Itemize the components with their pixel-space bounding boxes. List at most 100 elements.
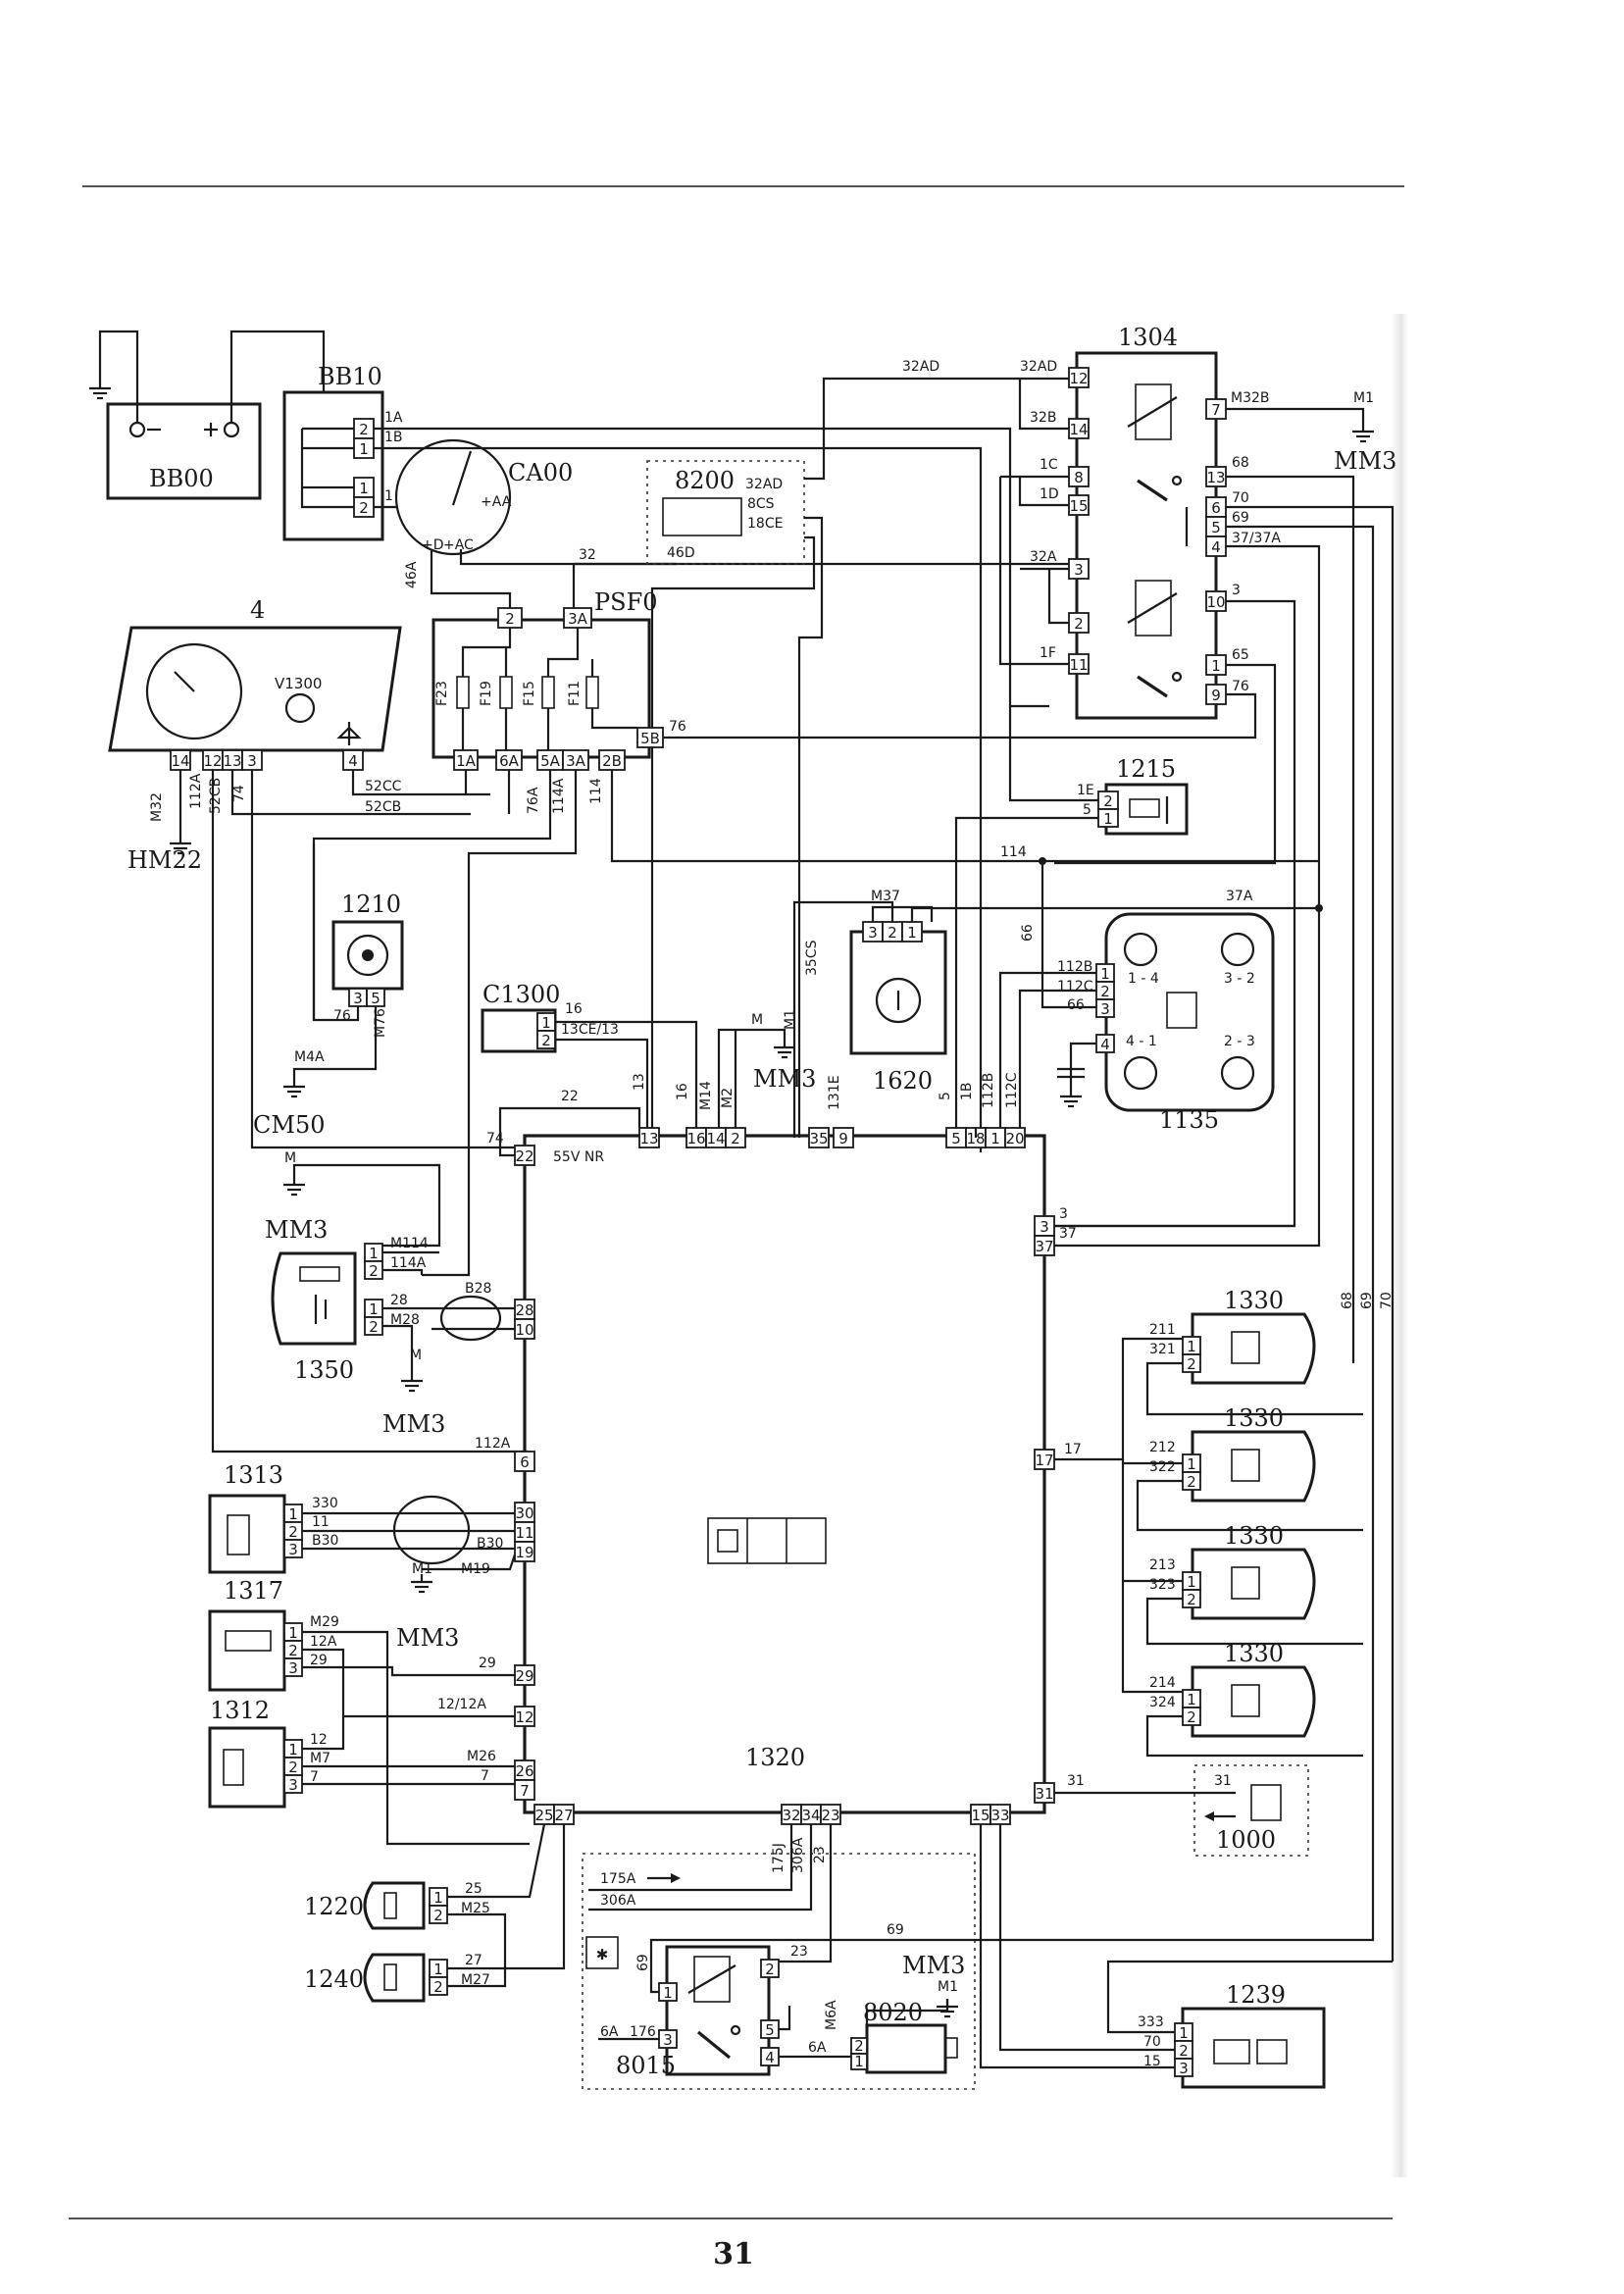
svg-text:1: 1 xyxy=(359,440,369,458)
snowflake-icon xyxy=(585,1936,619,1969)
label-psf0: PSF0 xyxy=(594,588,658,616)
svg-text:3: 3 xyxy=(288,1659,298,1677)
svg-text:1330: 1330 xyxy=(1224,1404,1284,1432)
svg-text:M26: M26 xyxy=(467,1749,496,1764)
svg-text:✱: ✱ xyxy=(596,1946,609,1963)
label-1210: 1210 xyxy=(341,891,401,918)
svg-text:2: 2 xyxy=(888,924,897,942)
svg-text:33: 33 xyxy=(990,1807,1009,1824)
svg-text:25: 25 xyxy=(465,1881,482,1897)
svg-text:2: 2 xyxy=(1187,1473,1196,1491)
label-1312: 1312 xyxy=(210,1697,270,1724)
svg-text:22: 22 xyxy=(561,1089,579,1104)
svg-text:13: 13 xyxy=(223,752,241,770)
injector-1330-3: 1330 1 2 xyxy=(1182,1522,1316,1620)
svg-text:1: 1 xyxy=(541,1014,551,1032)
svg-text:69: 69 xyxy=(635,1954,651,1971)
svg-text:1: 1 xyxy=(384,488,393,504)
svg-text:25: 25 xyxy=(534,1807,553,1824)
svg-text:6A: 6A xyxy=(600,2024,619,2040)
svg-text:11: 11 xyxy=(1069,656,1088,674)
svg-text:28: 28 xyxy=(515,1301,533,1319)
svg-text:M1: M1 xyxy=(1353,390,1374,406)
svg-text:321: 321 xyxy=(1149,1342,1176,1357)
svg-text:3: 3 xyxy=(353,990,363,1007)
svg-text:MM3: MM3 xyxy=(902,1952,965,1979)
svg-text:212: 212 xyxy=(1149,1440,1176,1455)
svg-text:2: 2 xyxy=(359,421,369,438)
svg-text:4: 4 xyxy=(1211,538,1221,556)
svg-text:5: 5 xyxy=(1211,519,1221,536)
svg-text:16: 16 xyxy=(686,1130,705,1147)
svg-text:1: 1 xyxy=(1187,1573,1196,1591)
svg-text:6A: 6A xyxy=(499,752,520,770)
svg-text:1: 1 xyxy=(369,1300,379,1318)
svg-text:M7: M7 xyxy=(310,1751,330,1766)
svg-text:M25: M25 xyxy=(461,1901,490,1916)
svg-text:70: 70 xyxy=(1379,1292,1395,1309)
svg-text:2: 2 xyxy=(288,1759,298,1776)
svg-text:5: 5 xyxy=(765,2021,775,2039)
svg-text:MM3: MM3 xyxy=(1334,447,1396,475)
svg-text:3A: 3A xyxy=(568,610,588,628)
svg-text:1: 1 xyxy=(663,1984,673,2002)
svg-text:211: 211 xyxy=(1149,1322,1176,1338)
svg-text:M6A: M6A xyxy=(824,2000,839,2030)
svg-text:31: 31 xyxy=(1214,1773,1232,1789)
connector-bb10: BB10 2 1 1 2 xyxy=(282,363,384,541)
svg-text:65: 65 xyxy=(1232,647,1249,663)
svg-text:70: 70 xyxy=(1143,2034,1161,2050)
label-hm22: HM22 xyxy=(127,846,202,874)
page-edge-shadow xyxy=(1391,314,1408,2177)
svg-text:333: 333 xyxy=(1138,2014,1164,2030)
svg-text:+AA: +AA xyxy=(481,494,512,510)
svg-text:2: 2 xyxy=(1100,983,1110,1000)
battery-bb00: BB00 xyxy=(106,402,262,500)
svg-text:M1: M1 xyxy=(938,1979,958,1995)
svg-text:23: 23 xyxy=(821,1807,839,1824)
svg-text:114: 114 xyxy=(588,778,604,804)
svg-text:B28: B28 xyxy=(465,1281,491,1297)
svg-text:14: 14 xyxy=(171,752,189,770)
svg-text:1F: 1F xyxy=(1040,645,1056,661)
svg-text:1: 1 xyxy=(288,1624,298,1642)
svg-text:19: 19 xyxy=(515,1544,533,1561)
svg-text:14: 14 xyxy=(1069,421,1088,438)
svg-text:3: 3 xyxy=(1059,1206,1068,1222)
label-1350: 1350 xyxy=(294,1356,354,1384)
svg-text:35CS: 35CS xyxy=(804,940,820,976)
svg-text:10: 10 xyxy=(515,1321,533,1339)
svg-text:15: 15 xyxy=(971,1807,990,1824)
svg-text:2: 2 xyxy=(369,1318,379,1336)
svg-text:3: 3 xyxy=(288,1776,298,1794)
svg-text:1: 1 xyxy=(1100,965,1110,983)
actuator-1239: 1239 1 2 3 xyxy=(1174,1981,1326,2089)
svg-text:1C: 1C xyxy=(1040,457,1058,473)
svg-text:12/12A: 12/12A xyxy=(437,1697,486,1712)
svg-text:MM3: MM3 xyxy=(265,1216,328,1244)
svg-text:68: 68 xyxy=(1232,455,1249,471)
svg-text:74: 74 xyxy=(231,785,247,802)
svg-text:10: 10 xyxy=(1206,593,1225,611)
svg-text:2: 2 xyxy=(288,1642,298,1659)
svg-text:306A: 306A xyxy=(790,1837,806,1873)
svg-text:3: 3 xyxy=(663,2031,673,2049)
svg-text:1: 1 xyxy=(433,1889,443,1907)
svg-text:12: 12 xyxy=(310,1732,328,1748)
svg-text:330: 330 xyxy=(312,1496,338,1511)
label-1620: 1620 xyxy=(873,1067,933,1095)
label-bb00: BB00 xyxy=(149,465,214,492)
svg-text:9: 9 xyxy=(838,1130,848,1147)
fan-control-block xyxy=(582,1853,976,2090)
sensor-1312-b: 1 2 3 xyxy=(208,1726,303,1809)
svg-text:32AD: 32AD xyxy=(1020,359,1057,375)
svg-text:3: 3 xyxy=(288,1541,298,1558)
svg-text:B30: B30 xyxy=(312,1533,338,1549)
sensor-1210: 1210 3 5 xyxy=(331,891,404,1007)
svg-text:112A: 112A xyxy=(475,1436,511,1452)
svg-text:M32B: M32B xyxy=(1231,390,1270,406)
svg-text:76: 76 xyxy=(333,1008,351,1024)
svg-text:M76: M76 xyxy=(373,1008,388,1038)
svg-text:4: 4 xyxy=(765,2049,775,2066)
svg-text:M: M xyxy=(284,1150,296,1166)
